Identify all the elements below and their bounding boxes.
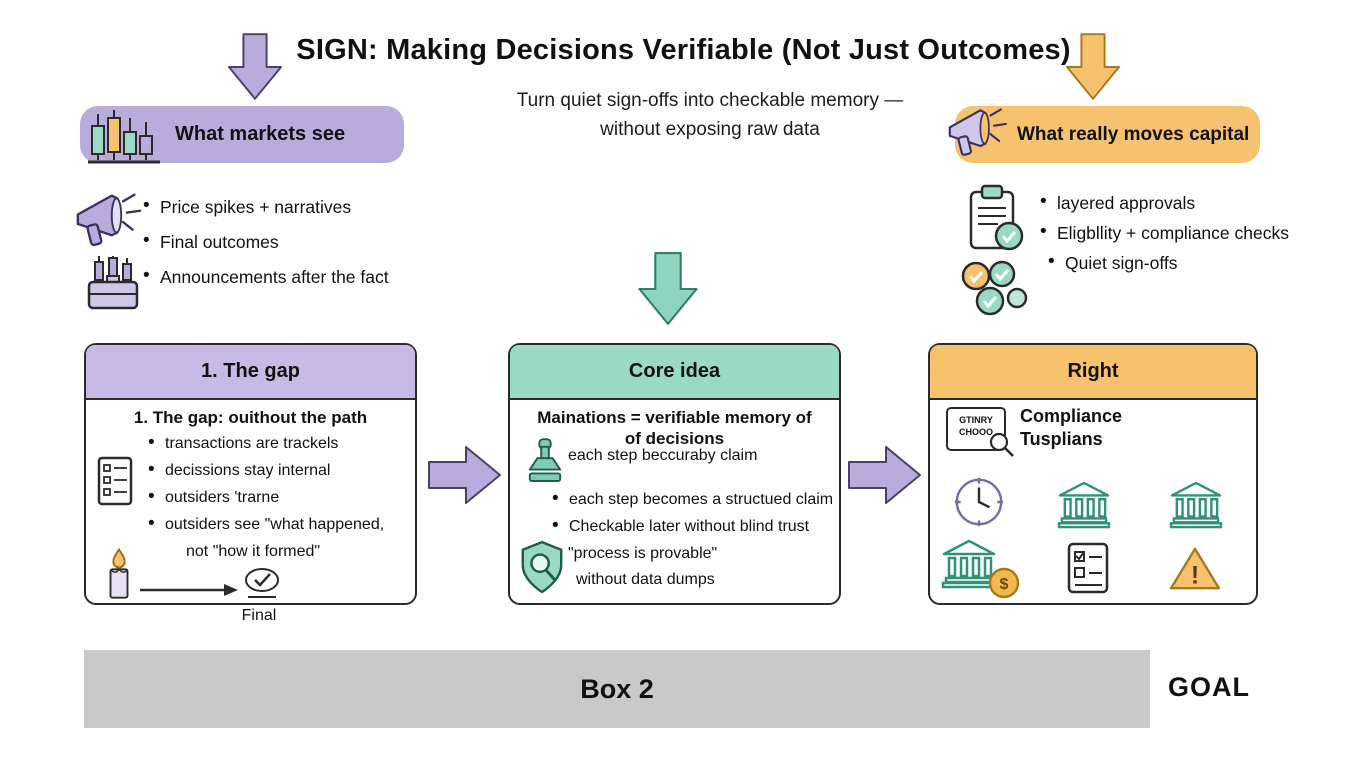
right-box-heading: Compliance Tusplians <box>1020 405 1122 451</box>
list-item: Price spikes + narratives <box>143 197 443 216</box>
clipboard-check-icon <box>965 184 1027 254</box>
gap-box-heading: 1. The gap: ouithout the path <box>133 408 368 427</box>
list-item: outsiders see "what happened, <box>148 515 415 533</box>
core-box-heading: Mainations = verifiable memory of of dec… <box>510 407 839 449</box>
check-circles-icon <box>960 260 1030 320</box>
stamp-check-icon: GTINRY CHOOO <box>946 407 1014 457</box>
markets-bullet-list: Price spikes + narratives Final outcomes… <box>143 197 443 303</box>
gap-bullet-list: transactions are trackels decissions sta… <box>148 434 415 560</box>
moves-capital-pill: What really moves capital <box>948 106 1260 163</box>
down-arrow-orange-icon <box>1066 33 1120 101</box>
warning-icon: ! <box>1168 545 1222 593</box>
bottom-bar: Box 2 <box>84 650 1150 728</box>
list-item: Checkable later without blind trust <box>552 517 809 536</box>
list-item: outsiders 'trarne <box>148 488 415 506</box>
core-stamp-text: each step beccuraby claim <box>568 447 758 464</box>
list-item: decissions stay internal <box>148 461 415 479</box>
list-item: Announcements after the fact <box>143 267 443 286</box>
page-title: SIGN: Making Decisions Verifiable (Not J… <box>296 34 1071 66</box>
final-caption: Final <box>241 607 277 624</box>
final-check-icon <box>242 567 282 601</box>
checklist-icon <box>1066 541 1110 595</box>
long-arrow-icon <box>140 581 240 599</box>
subtitle-line-1: Turn quiet sign-offs into checkable memo… <box>516 90 904 111</box>
capital-bullet-list: layered approvals Eligbllity + complianc… <box>1040 193 1340 284</box>
core-heading-line-2: of decisions <box>624 429 725 448</box>
subtitle: Turn quiet sign-offs into checkable memo… <box>0 86 1367 144</box>
right-box-header: Right <box>930 345 1256 400</box>
subtitle-line-2: without exposing raw data <box>600 119 820 140</box>
checklist-small-icon <box>96 455 136 507</box>
stamp-icon <box>526 437 564 487</box>
goal-label: GOAL <box>1168 672 1250 702</box>
chart-basket-icon <box>85 254 141 316</box>
list-item: Eligbllity + compliance checks <box>1040 223 1340 242</box>
candlestick-chart-icon <box>86 108 164 168</box>
moves-capital-label: What really moves capital <box>1017 123 1250 145</box>
gap-box: 1. The gap 1. The gap: ouithout the path… <box>84 343 417 605</box>
shield-magnifier-icon <box>518 539 566 597</box>
core-box-header: Core idea <box>510 345 839 400</box>
gap-box-header: 1. The gap <box>86 345 415 400</box>
list-item: each step becomes a structued claim <box>552 490 833 509</box>
right-heading-line-2: Tusplians <box>1020 429 1103 449</box>
bank-icon <box>1056 481 1112 529</box>
right-box: Right GTINRY CHOOO Compliance Tusplians <box>928 343 1258 605</box>
exclamation-symbol: ! <box>1191 561 1199 589</box>
list-item: layered approvals <box>1040 193 1340 212</box>
bank-icon <box>1168 481 1224 529</box>
bottom-bar-label: Box 2 <box>580 673 654 704</box>
right-arrow-icon <box>848 446 922 504</box>
candle-icon <box>102 547 136 603</box>
list-item: Quiet sign-offs <box>1048 253 1340 272</box>
list-item: transactions are trackels <box>148 434 415 452</box>
list-item-continuation: not "how it formed" <box>186 543 321 560</box>
core-quote-line-2: without data dumps <box>576 571 715 588</box>
bank-coin-icon: $ <box>938 539 1022 601</box>
magnifier-icon <box>988 431 1016 459</box>
markets-see-label: What markets see <box>175 123 346 145</box>
markets-see-pill: What markets see <box>80 106 404 164</box>
dollar-symbol: $ <box>1000 576 1009 593</box>
right-arrow-icon <box>428 446 502 504</box>
core-box: Core idea Mainations = verifiable memory… <box>508 343 841 605</box>
stamp-text-line-1: GTINRY <box>959 415 993 425</box>
megaphone-icon <box>943 104 1011 166</box>
clock-icon <box>952 475 1006 529</box>
core-quote-line-1: "process is provable" <box>568 545 718 562</box>
core-heading-line-1: Mainations = verifiable memory of <box>537 408 812 427</box>
right-heading-line-1: Compliance <box>1020 406 1123 426</box>
down-arrow-teal-icon <box>637 252 699 326</box>
megaphone-icon <box>68 190 148 256</box>
stamp-text-line-2: CHOOO <box>958 427 993 437</box>
down-arrow-purple-icon <box>228 33 282 101</box>
list-item: Final outcomes <box>143 232 443 251</box>
